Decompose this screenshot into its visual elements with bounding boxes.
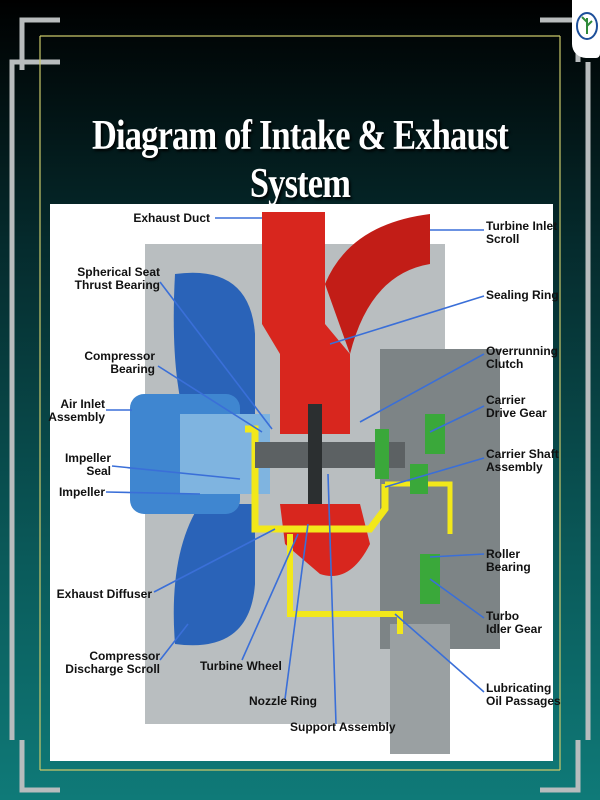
leader-lines bbox=[105, 217, 485, 725]
label-turbo-idler-gear: Turbo Idler Gear bbox=[486, 609, 543, 636]
label-air-inlet-assembly: Air Inlet Assembly bbox=[48, 397, 105, 424]
label-impeller-seal: Impeller Seal bbox=[64, 451, 111, 478]
compressor-lower bbox=[173, 504, 255, 646]
lower-housing bbox=[390, 624, 450, 754]
label-overrunning-clutch: Overrunning Clutch bbox=[486, 344, 559, 371]
label-nozzle-ring: Nozzle Ring bbox=[249, 694, 317, 708]
label-carrier-drive-gear: Carrier Drive Gear bbox=[486, 393, 547, 420]
turbine-lower bbox=[280, 504, 370, 576]
carrier-gear bbox=[375, 429, 389, 479]
label-sealing-ring: Sealing Ring bbox=[486, 288, 559, 302]
label-turbine-inlet-scroll: Turbine Inlet Scroll bbox=[486, 219, 558, 246]
label-exhaust-duct: Exhaust Duct bbox=[133, 211, 210, 225]
label-compressor-discharge-scroll: Compressor Discharge Scroll bbox=[65, 649, 160, 676]
turbine-disc bbox=[308, 404, 322, 504]
diagram-panel: Exhaust Duct Spherical Seat Thrust Beari… bbox=[48, 204, 561, 761]
oil-passage-right bbox=[385, 481, 453, 534]
exhaust-duct bbox=[262, 212, 350, 434]
label-compressor-bearing: Compressor Bearing bbox=[84, 349, 155, 376]
oil-passage-main bbox=[245, 425, 389, 533]
drive-gear bbox=[425, 414, 445, 454]
label-impeller: Impeller bbox=[58, 485, 105, 499]
label-exhaust-diffuser: Exhaust Diffuser bbox=[56, 587, 152, 601]
label-lubricating-oil-passages: Lubricating Oil Passages bbox=[486, 681, 561, 708]
shaft-gear bbox=[410, 464, 428, 494]
turbo-cutaway-diagram bbox=[105, 212, 500, 754]
oil-passage-lower bbox=[287, 534, 403, 634]
label-carrier-shaft-assembly: Carrier Shaft Assembly bbox=[486, 447, 559, 474]
emblem-icon bbox=[576, 12, 598, 40]
label-roller-bearing: Roller Bearing bbox=[486, 547, 531, 574]
emblem-logo bbox=[572, 0, 600, 58]
label-support-assembly: Support Assembly bbox=[290, 720, 396, 734]
turbine-inlet-scroll bbox=[325, 214, 430, 354]
label-spherical-seat-thrust-bearing: Spherical Seat Thrust Bearing bbox=[74, 265, 160, 292]
label-turbine-wheel: Turbine Wheel bbox=[200, 659, 282, 673]
page-title: Diagram of Intake & Exhaust System bbox=[91, 113, 509, 207]
